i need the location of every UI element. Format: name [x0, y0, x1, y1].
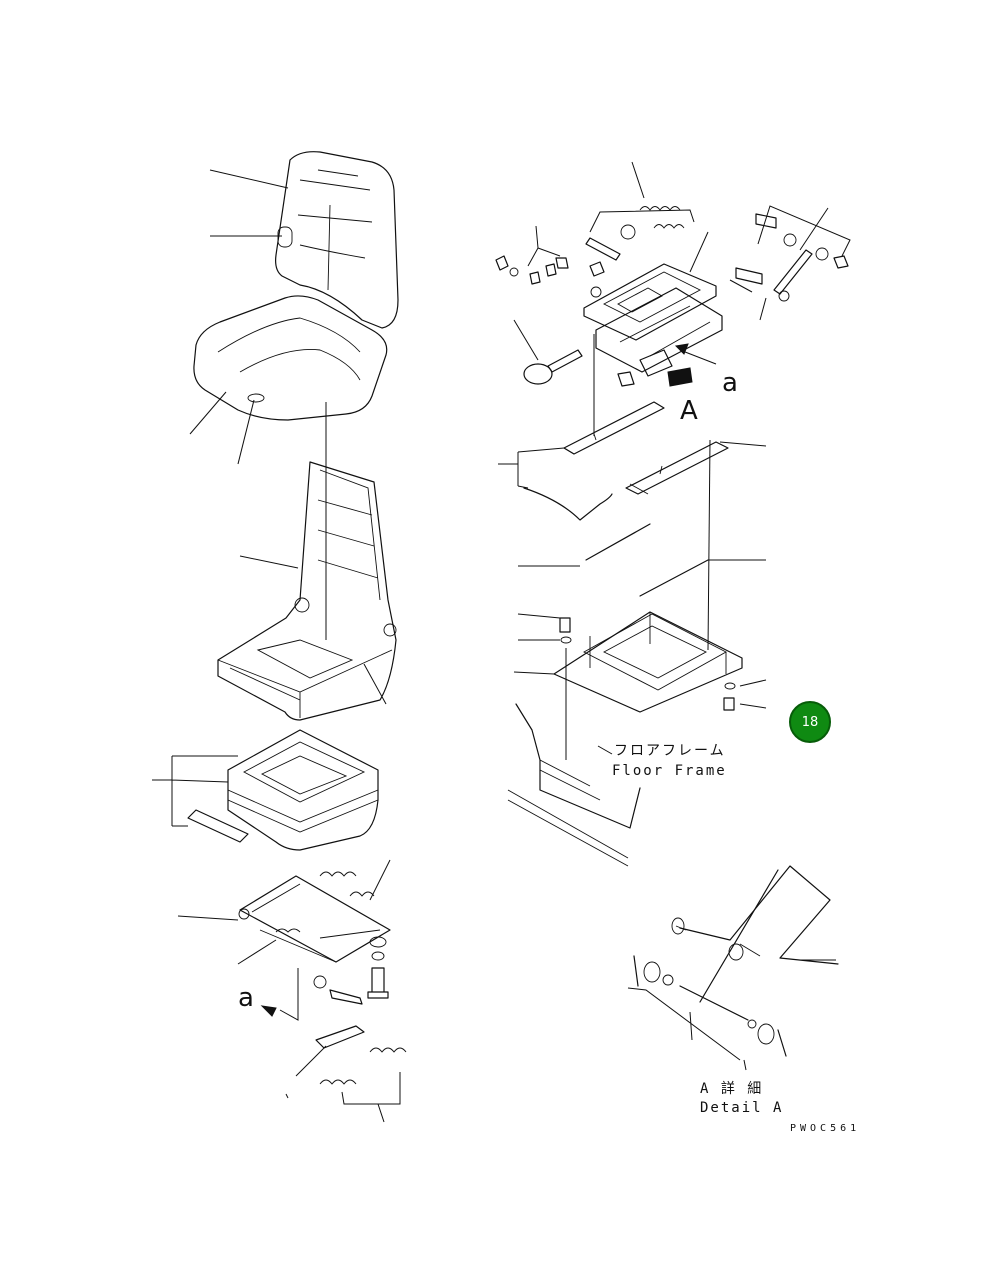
- detail-a-scissor: [633, 865, 839, 1057]
- lever-and-springs: [315, 1025, 407, 1085]
- view-letter-bottom: a: [238, 983, 254, 1013]
- view-letter-top: a: [722, 368, 738, 398]
- mounting-plate: [553, 611, 743, 713]
- suspension-linkage: [238, 871, 391, 1021]
- floor-frame-label-en: Floor Frame: [612, 763, 727, 779]
- floor-frame-label-jp: フロアフレーム: [614, 743, 726, 759]
- detail-a-label-jp: A 詳 細: [700, 1081, 764, 1097]
- floor-frame: [507, 703, 641, 867]
- detail-a-label-en: Detail A: [700, 1100, 784, 1116]
- detail-letter-top: A: [680, 396, 698, 426]
- right-leader-lines: [498, 161, 851, 1071]
- seat-back-cushion: [275, 151, 399, 329]
- suspension-top-assembly: [495, 206, 849, 387]
- seat-base-slider: [187, 729, 379, 851]
- callout-badge[interactable]: 18: [789, 701, 831, 743]
- seat-cushion: [193, 295, 388, 421]
- callout-badge-text: 18: [801, 714, 819, 730]
- drawing-code: PWOC561: [790, 1123, 861, 1134]
- seat-frame: [217, 461, 397, 721]
- left-leader-lines: [152, 169, 401, 1123]
- control-rods: [585, 523, 709, 597]
